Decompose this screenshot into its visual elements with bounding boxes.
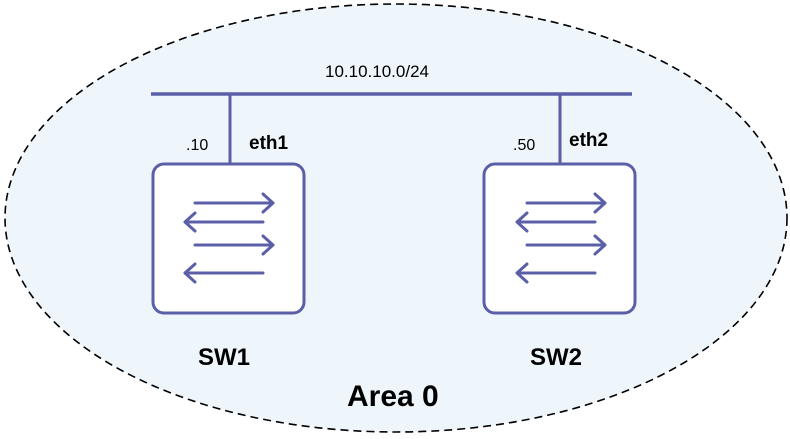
switch-sw2[interactable] xyxy=(482,162,637,315)
sw1-body xyxy=(151,162,306,315)
sw2-name-label: SW2 xyxy=(530,344,583,371)
sw2-interface-label: eth2 xyxy=(569,130,609,151)
sw1-name-label: SW1 xyxy=(198,344,251,371)
sw1-ip-label: .10 xyxy=(186,137,209,154)
subnet-label: 10.10.10.0/24 xyxy=(325,62,429,81)
switch-arrows-icon xyxy=(183,192,275,284)
area-label: Area 0 xyxy=(347,380,439,413)
sw2-ip-label: .50 xyxy=(513,137,536,154)
sw1-interface-label: eth1 xyxy=(249,133,289,154)
area-boundary xyxy=(4,3,788,433)
switch-arrows-icon xyxy=(515,192,607,284)
switch-sw1[interactable] xyxy=(151,162,306,315)
sw2-body xyxy=(482,162,637,315)
